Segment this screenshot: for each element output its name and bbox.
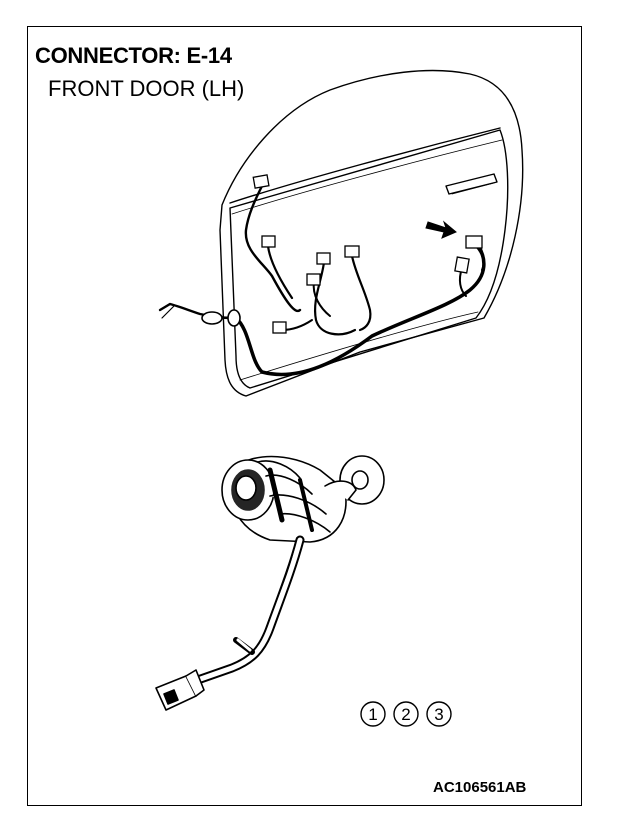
figure-code: AC106561AB	[433, 779, 527, 796]
main-harness	[234, 243, 486, 377]
terminal-numbers	[360, 701, 452, 727]
terminal-2-label: 2	[401, 705, 410, 724]
terminal-1-label: 1	[368, 705, 377, 724]
connector-clip-top	[252, 174, 270, 189]
connector-g	[454, 256, 470, 274]
wiring-harness	[158, 184, 486, 377]
pointer-arrow-icon	[425, 220, 457, 239]
connector-d	[306, 273, 321, 286]
branch-top-clip	[244, 184, 302, 313]
connector-a	[261, 235, 276, 248]
connector-f	[465, 235, 483, 249]
terminal-3-circle	[426, 701, 452, 727]
door-inner-trim	[229, 129, 509, 389]
terminal-2-circle	[393, 701, 419, 727]
door-outer-shell	[219, 69, 524, 397]
diagram-frame	[27, 26, 582, 806]
door-grommet	[201, 311, 223, 325]
key-cylinder-switch	[155, 455, 385, 711]
terminal-1-circle	[360, 701, 386, 727]
connector-c	[344, 245, 360, 258]
harness-connectors	[252, 174, 483, 334]
front-door-drawing	[219, 69, 524, 397]
location-subtitle: FRONT DOOR (LH)	[48, 76, 245, 101]
terminal-3-label: 3	[434, 705, 443, 724]
door-handle	[445, 173, 498, 195]
connector-b	[316, 252, 331, 265]
connector-e	[272, 321, 287, 334]
connector-title: CONNECTOR: E-14	[35, 43, 232, 68]
